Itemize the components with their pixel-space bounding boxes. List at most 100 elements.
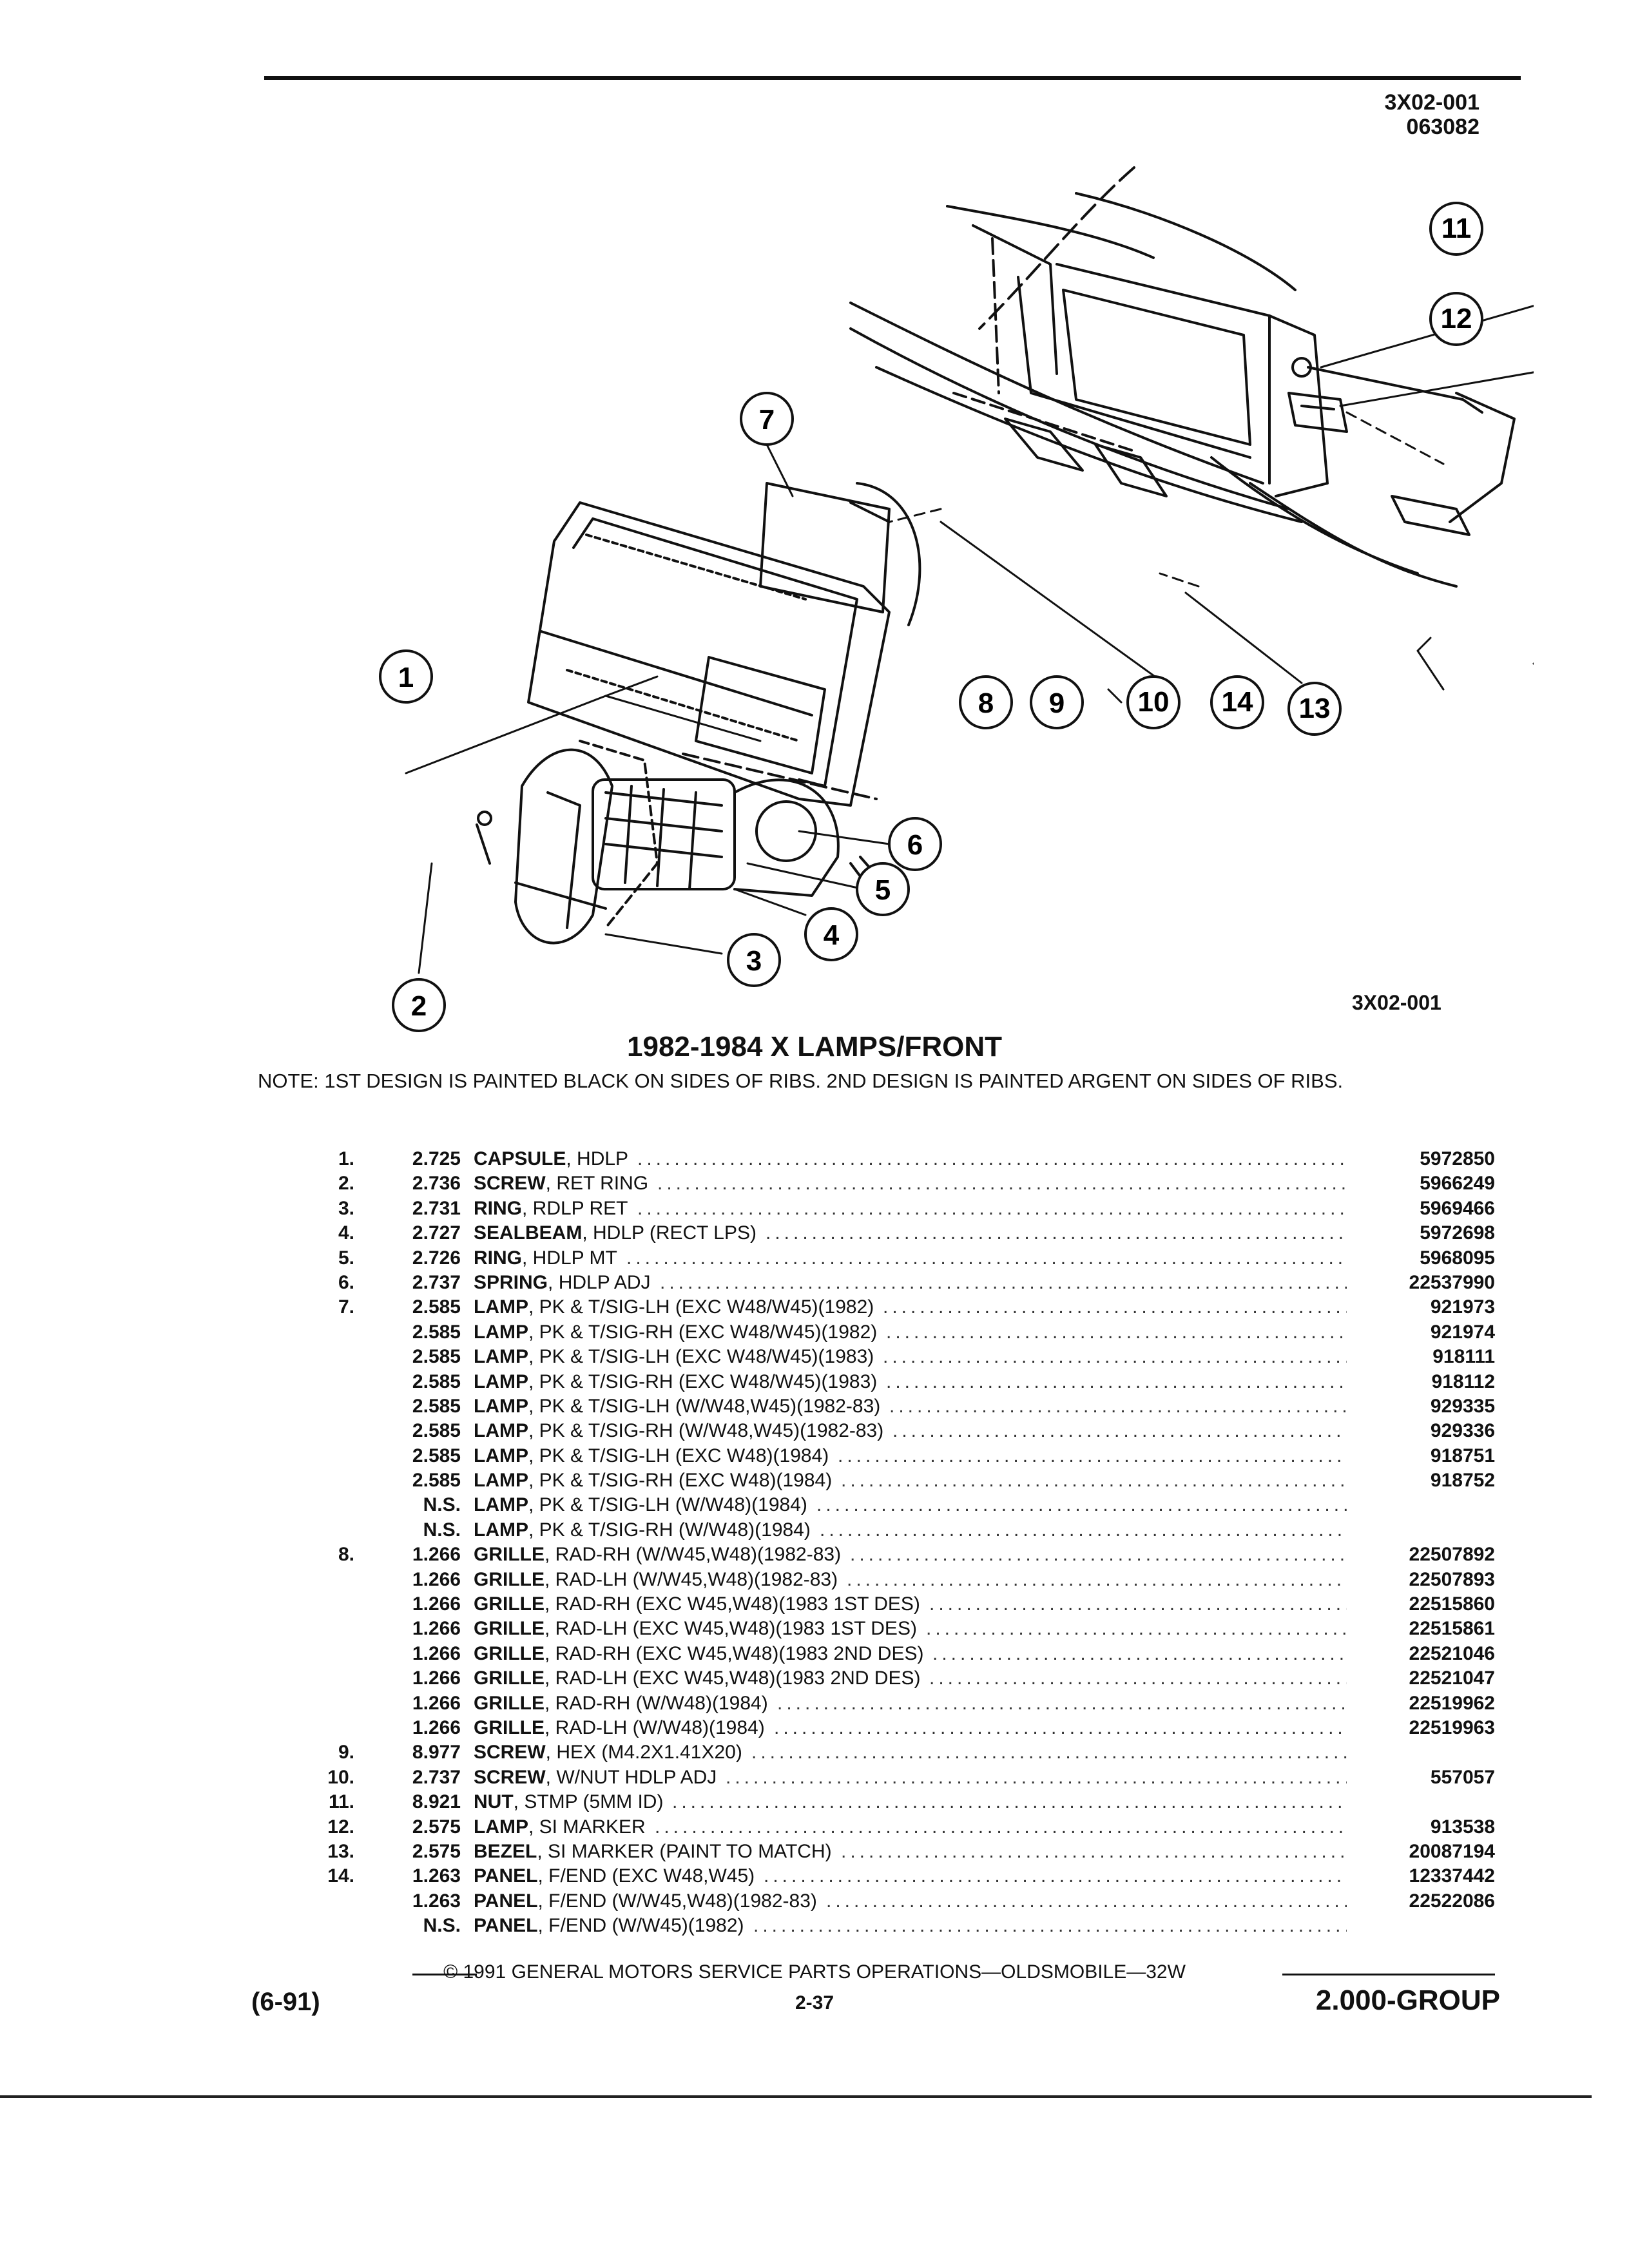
item-index: 5.	[338, 1247, 354, 1269]
item-index: 11.	[328, 1791, 354, 1813]
item-detail: , PK & T/SIG-RH (EXC W48/W45)(1982)	[528, 1321, 878, 1343]
item-name: GRILLE	[474, 1716, 545, 1738]
item-code: 1.266	[412, 1618, 461, 1640]
leader-dots: ........................................…	[751, 1742, 1347, 1763]
leader-dots: ........................................…	[883, 1346, 1347, 1368]
item-code: 1.266	[412, 1716, 461, 1738]
reference-id: 3X02-001	[1384, 90, 1480, 115]
table-row: N.S.LAMP, PK & T/SIG-LH (W/W48)(1984)...…	[284, 1493, 1508, 1517]
item-code: N.S.	[423, 1519, 461, 1541]
item-code: 1.266	[412, 1568, 461, 1590]
leader-dots: ........................................…	[626, 1247, 1347, 1269]
callout-6: 6	[888, 817, 942, 871]
item-name: PANEL	[474, 1915, 538, 1937]
item-code: 1.263	[412, 1890, 461, 1912]
item-description: GRILLE, RAD-LH (W/W48)(1984)	[474, 1716, 765, 1740]
item-name: SCREW	[474, 1766, 546, 1788]
leader-dots: ........................................…	[886, 1321, 1347, 1343]
item-code: 2.737	[412, 1271, 461, 1293]
leader-dots: ........................................…	[889, 1395, 1347, 1417]
item-detail: , RAD-LH (W/W48)(1984)	[545, 1716, 765, 1738]
item-index: 12.	[327, 1816, 354, 1838]
part-number: 913538	[1430, 1816, 1495, 1838]
item-name: GRILLE	[474, 1568, 545, 1590]
item-detail: , PK & T/SIG-LH (EXC W48/W45)(1983)	[528, 1346, 874, 1368]
leader-dots: ........................................…	[892, 1420, 1347, 1442]
leader-dots: ........................................…	[660, 1271, 1347, 1293]
svg-text:13: 13	[1299, 693, 1331, 724]
item-description: GRILLE, RAD-RH (EXC W45,W48)(1983 2ND DE…	[474, 1642, 923, 1666]
item-name: SEALBEAM	[474, 1222, 583, 1244]
part-number: 22519962	[1409, 1692, 1495, 1714]
part-number: 22521046	[1409, 1642, 1495, 1664]
item-description: LAMP, PK & T/SIG-RH (W/W48)(1984)	[474, 1518, 811, 1542]
table-row: 2.585 LAMP, PK & T/SIG-LH (W/W48,W45)(198…	[284, 1394, 1508, 1419]
item-code: 2.727	[412, 1222, 461, 1244]
page-title: 1982-1984 X LAMPS/FRONT	[627, 1031, 1002, 1062]
svg-text:11: 11	[1441, 213, 1472, 244]
item-code: 2.575	[412, 1840, 461, 1862]
callout-3: 3	[727, 933, 781, 987]
part-number: 22521047	[1409, 1667, 1495, 1689]
item-code: 1.266	[412, 1667, 461, 1689]
item-code: N.S.	[423, 1494, 461, 1516]
exploded-parts-diagram: 1 2 3 4 5 6 7 8 9 10 14 13 11 12	[379, 166, 1534, 1032]
item-name: LAMP	[474, 1816, 528, 1838]
item-name: SPRING	[474, 1271, 548, 1293]
callout-1: 1	[379, 649, 433, 704]
callout-7: 7	[740, 392, 794, 446]
part-number: 22507892	[1409, 1544, 1495, 1566]
item-code: 2.585	[412, 1346, 461, 1368]
item-code: 2.575	[412, 1816, 461, 1838]
item-name: CAPSULE	[474, 1148, 566, 1169]
top-rule	[264, 76, 1521, 80]
item-code: 8.921	[412, 1791, 461, 1813]
leader-dots: ........................................…	[672, 1791, 1347, 1813]
item-detail: , PK & T/SIG-LH (W/W48)(1984)	[528, 1494, 807, 1516]
part-number: 5972850	[1420, 1148, 1495, 1169]
item-name: BEZEL	[474, 1840, 537, 1862]
leader-dots: ........................................…	[850, 1544, 1347, 1566]
leader-dots: ........................................…	[777, 1692, 1347, 1714]
leader-dots: ........................................…	[820, 1519, 1347, 1541]
item-code: 2.585	[412, 1470, 461, 1492]
item-description: RING, RDLP RET	[474, 1196, 628, 1221]
item-code: 2.585	[412, 1321, 461, 1343]
svg-text:1: 1	[398, 662, 414, 693]
callout-11: 11	[1429, 202, 1483, 256]
item-index: 1.	[338, 1148, 354, 1169]
item-detail: , STMP (5MM ID)	[513, 1791, 664, 1813]
item-code: 2.585	[412, 1370, 461, 1392]
leader-dots: ........................................…	[637, 1197, 1347, 1219]
leader-dots: ........................................…	[726, 1766, 1347, 1788]
part-number: 929335	[1430, 1395, 1495, 1417]
item-name: LAMP	[474, 1420, 528, 1442]
item-name: LAMP	[474, 1395, 528, 1417]
item-detail: , HEX (M4.2X1.41X20)	[545, 1742, 742, 1763]
callout-2: 2	[392, 978, 446, 1032]
item-code: 2.585	[412, 1395, 461, 1417]
callout-9: 9	[1030, 675, 1084, 729]
item-name: PANEL	[474, 1865, 538, 1887]
item-description: SCREW, RET RING	[474, 1171, 648, 1196]
group-number: 2.000-GROUP	[1315, 1984, 1500, 2016]
item-code: 2.725	[412, 1148, 461, 1169]
item-description: GRILLE, RAD-LH (W/W45,W48)(1982-83)	[474, 1568, 838, 1592]
table-row: N.S. LAMP, PK & T/SIG-RH (W/W48)(1984)...…	[284, 1518, 1508, 1542]
item-code: 1.266	[412, 1642, 461, 1664]
item-detail: , RAD-LH (EXC W45,W48)(1983 1ST DES)	[545, 1618, 917, 1640]
item-name: LAMP	[474, 1321, 528, 1343]
item-name: LAMP	[474, 1470, 528, 1492]
item-detail: , PK & T/SIG-LH (W/W48,W45)(1982-83)	[528, 1395, 881, 1417]
part-number: 22519963	[1409, 1716, 1495, 1738]
item-detail: , PK & T/SIG-RH (W/W48,W45)(1982-83)	[528, 1420, 884, 1442]
